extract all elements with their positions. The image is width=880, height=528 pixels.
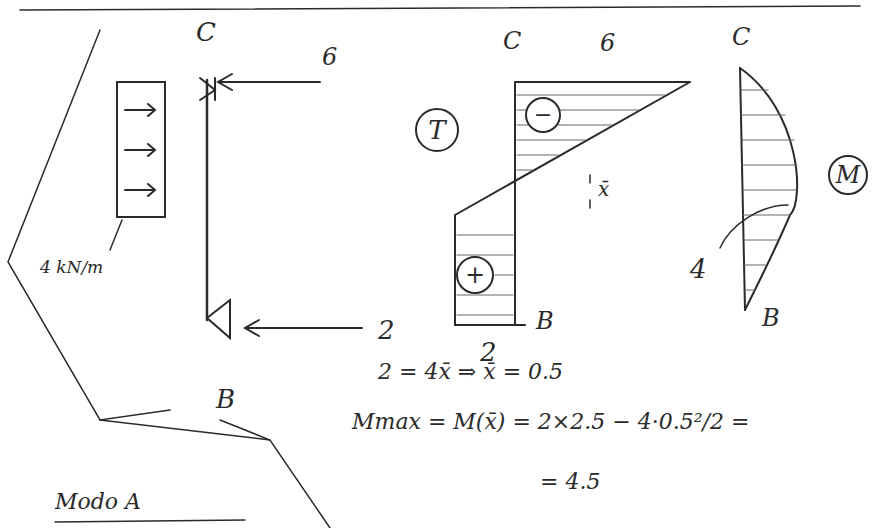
reaction-arrow <box>218 74 320 90</box>
load-value: 4 kN/m <box>40 258 103 277</box>
point-letter: B <box>762 305 780 331</box>
shear-diagram <box>455 82 690 325</box>
equation: Mmax = M(x̄) = 2×2.5 − 4·0.5²/2 = <box>352 410 749 434</box>
load-arrow <box>125 144 155 156</box>
load-arrow <box>125 104 155 116</box>
load-arrow <box>125 184 155 196</box>
page-stroke <box>20 6 860 10</box>
underline <box>55 520 245 522</box>
equation: 2 = 4x̄ ⇒ x̄ = 0.5 <box>378 360 563 384</box>
point-letter: B <box>536 308 554 334</box>
support-letter: C <box>196 18 216 47</box>
hatching <box>457 95 665 315</box>
sign-text: − <box>534 104 552 126</box>
equation: = 4.5 <box>540 470 600 494</box>
point-letter: C <box>732 24 750 50</box>
leader-line <box>720 205 788 248</box>
reaction-arrow <box>245 320 362 336</box>
sign-text: M <box>836 163 861 187</box>
dimension-tick <box>589 175 591 208</box>
circled-sign: − <box>525 97 561 133</box>
moment-value: 4 <box>690 255 707 284</box>
leader-line <box>110 220 122 250</box>
moment-curve <box>740 68 797 310</box>
support-letter: B <box>216 385 235 414</box>
hinge-support <box>200 78 215 100</box>
force-value: 2 <box>378 316 395 345</box>
shear-value: 6 <box>600 30 615 56</box>
mode-title: Modo A <box>55 490 141 514</box>
sign-text: + <box>465 263 485 287</box>
distributed-load <box>117 82 165 217</box>
hatching <box>741 90 797 290</box>
point-letter: C <box>503 28 521 54</box>
force-value: 6 <box>322 44 337 70</box>
sign-text: T <box>428 117 445 143</box>
distance-symbol: x̄ <box>598 178 609 200</box>
circled-sign: T <box>415 108 459 152</box>
circled-sign: + <box>456 256 494 294</box>
circled-sign: M <box>828 155 868 195</box>
column-member <box>206 80 209 320</box>
page-stroke <box>100 420 270 440</box>
moment-axis <box>740 68 745 310</box>
pin-support <box>207 300 230 338</box>
page-stroke <box>8 30 170 420</box>
